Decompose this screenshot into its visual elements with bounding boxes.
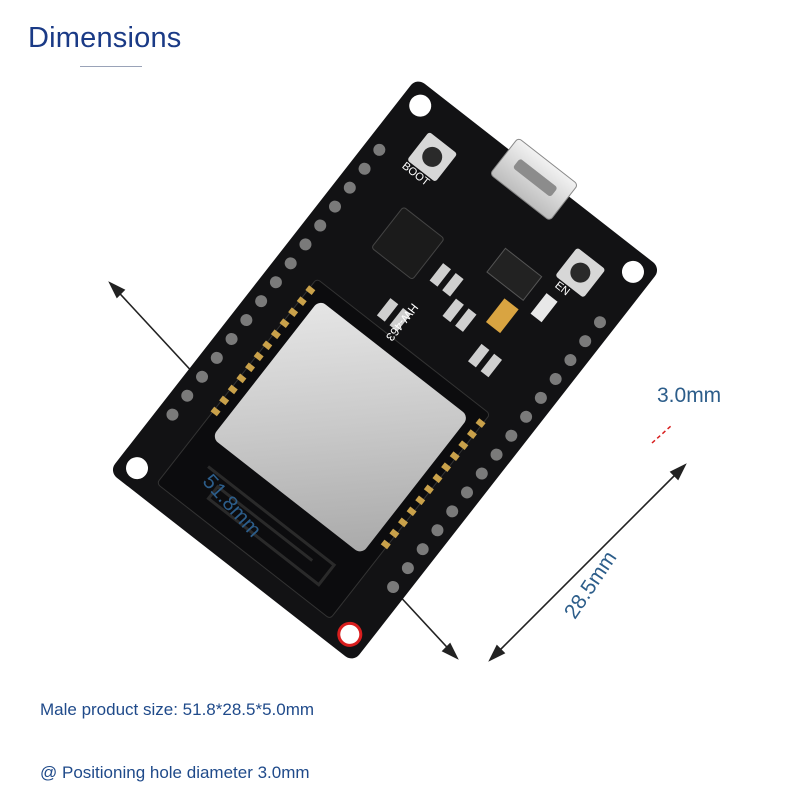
capacitor	[485, 298, 519, 334]
usb-serial-chip	[372, 207, 444, 280]
width-dimension-line	[488, 463, 687, 662]
left-pin-row	[166, 143, 386, 421]
esp32-shield	[214, 302, 466, 552]
regulator	[486, 247, 543, 302]
hole-dimension-label: 3.0mm	[657, 384, 722, 407]
led	[530, 293, 558, 323]
mounting-hole	[621, 260, 644, 283]
module-castellations	[210, 285, 486, 550]
mounting-hole	[126, 457, 149, 480]
right-pin-row	[387, 316, 606, 594]
page-title: Dimensions	[28, 22, 182, 54]
title-underline	[80, 66, 142, 67]
antenna-trace	[206, 465, 337, 587]
hole-caption: @ Positioning hole diameter 3.0mm	[40, 763, 310, 782]
hole-indicator-line	[651, 424, 673, 444]
mounting-hole	[409, 94, 432, 117]
size-caption: Male product size: 51.8*28.5*5.0mm	[40, 700, 315, 719]
mounting-hole-marked	[337, 621, 363, 647]
